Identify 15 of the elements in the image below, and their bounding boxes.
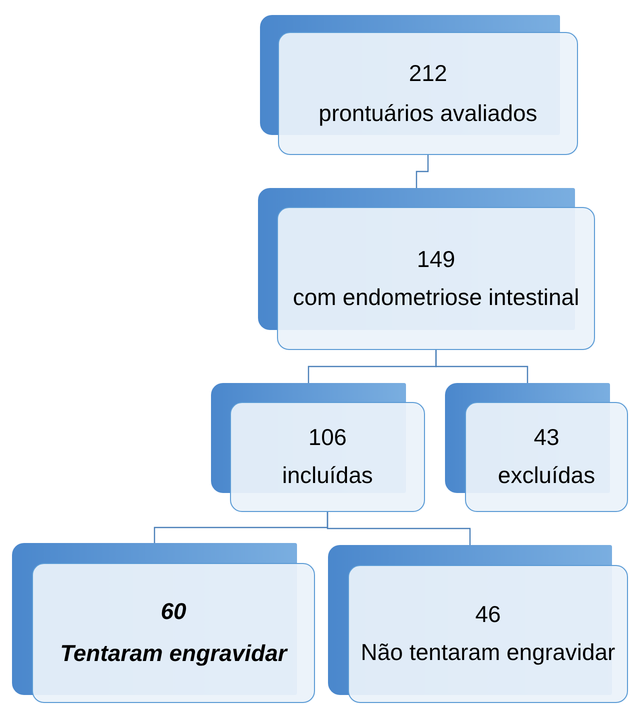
- node-label: excluídas: [498, 461, 596, 490]
- count-number: 149: [416, 244, 456, 274]
- count-number: 60: [160, 597, 186, 626]
- count-number: 106: [308, 423, 347, 452]
- connector-line: [416, 155, 429, 188]
- connector-line: [435, 350, 528, 383]
- node-label: prontuários avaliados: [318, 98, 538, 128]
- count-number: 46: [475, 600, 501, 630]
- connector-line: [326, 512, 471, 545]
- node-label: incluídas: [282, 461, 373, 490]
- node-label: Não tentaram engravidar: [360, 638, 616, 667]
- count-number: 43: [534, 423, 560, 452]
- node-label: com endometriose intestinal: [292, 282, 580, 312]
- count-number: 212: [408, 58, 448, 88]
- node-label: Tentaram engravidar: [60, 639, 287, 668]
